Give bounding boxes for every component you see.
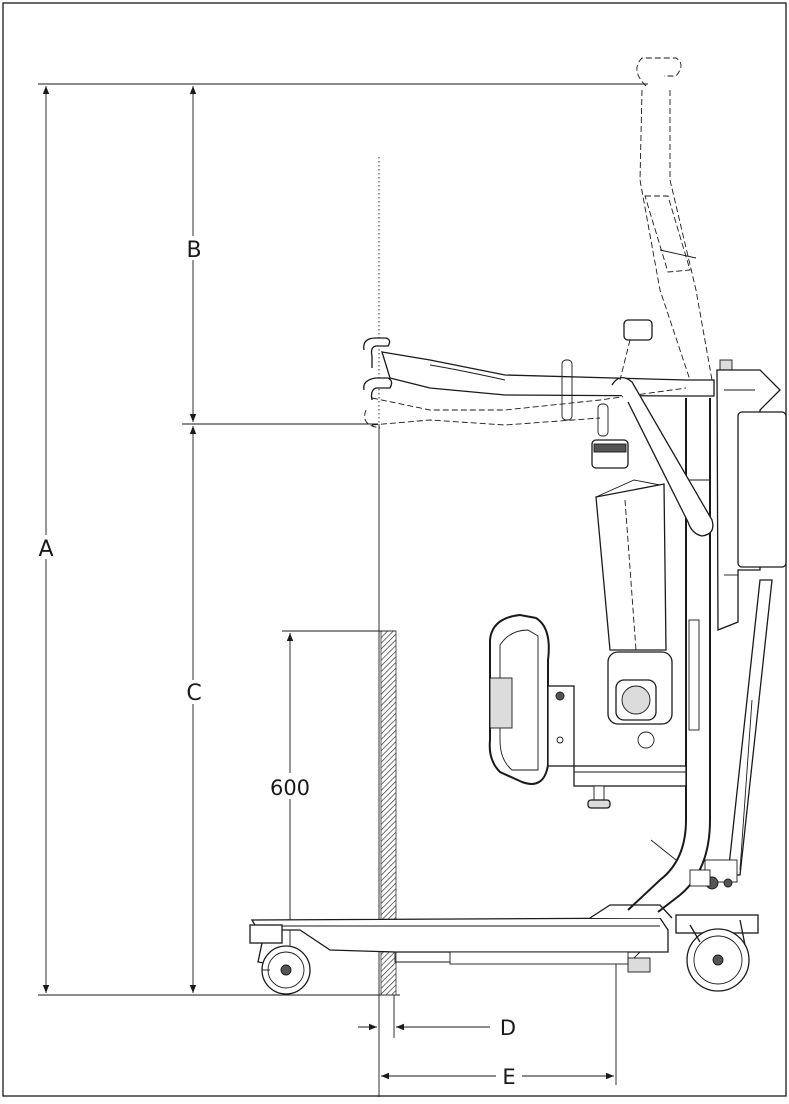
label-d: D bbox=[500, 1016, 516, 1040]
reference-post-hatch bbox=[380, 630, 397, 996]
label-a: A bbox=[38, 537, 53, 562]
label-c: C bbox=[186, 681, 201, 706]
patient-lift-drawing bbox=[249, 57, 787, 995]
label-b: B bbox=[186, 238, 201, 263]
label-600: 600 bbox=[270, 776, 310, 800]
dimension-lines bbox=[38, 83, 648, 1097]
dimension-labels: A B C 600 D E bbox=[30, 236, 522, 1089]
label-e: E bbox=[502, 1065, 515, 1089]
